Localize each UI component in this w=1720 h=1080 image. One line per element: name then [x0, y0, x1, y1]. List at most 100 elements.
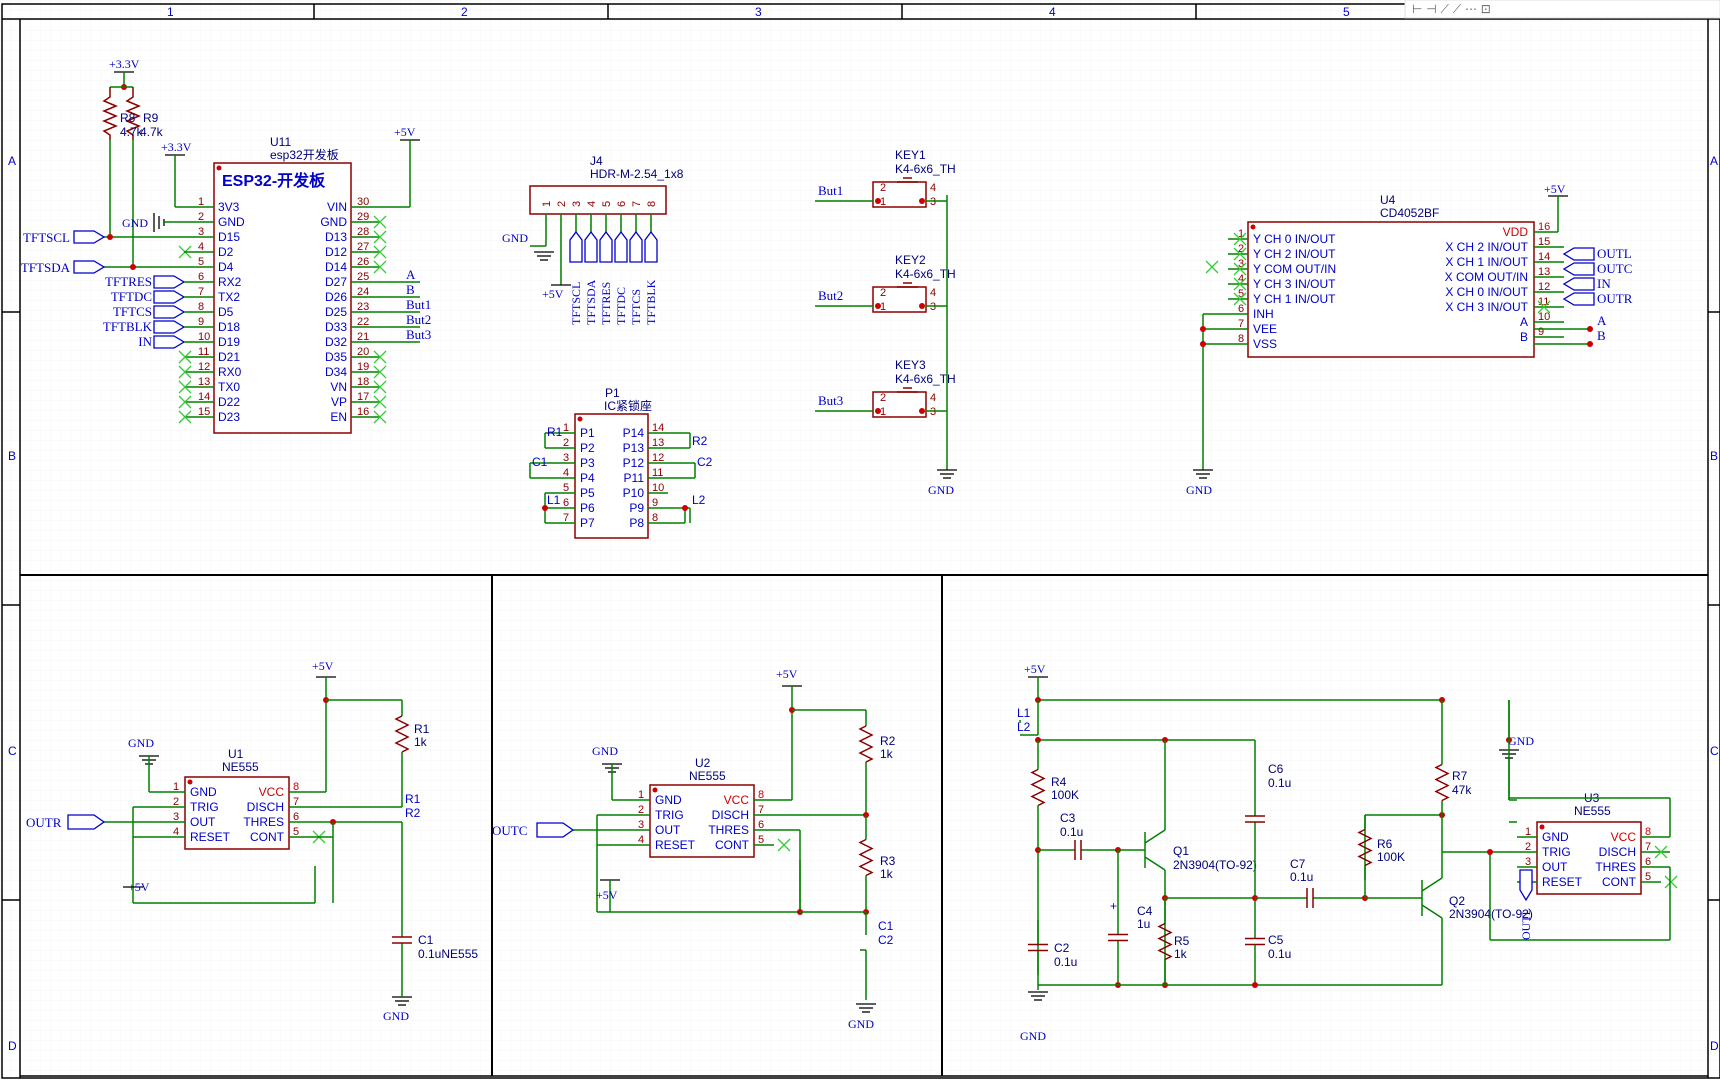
no-connect-mark: [1233, 247, 1247, 261]
port-flag: [1519, 869, 1533, 902]
esp32-module[interactable]: U11 esp32开发板 ESP32-开发板 3V31GND2D153D24D4…: [178, 135, 387, 434]
p1-net-c2: C2: [697, 455, 713, 469]
j4-p5-label: +5V: [542, 287, 564, 301]
esp32-pin-d4: D4: [218, 260, 234, 274]
osc-r7v: 47k: [1452, 783, 1472, 797]
pin-number: 29: [357, 211, 369, 223]
key-footprint: K4-6x6_TH: [895, 267, 956, 281]
port-flag: [1562, 262, 1595, 276]
esp32-pin-d18: D18: [218, 320, 240, 334]
j4-port-flag: [584, 230, 598, 263]
pin-number: 9: [652, 497, 658, 509]
ne555-pin: OUT: [190, 815, 216, 829]
p1-pin: P3: [580, 456, 595, 470]
ne555-pin: GND: [655, 793, 682, 807]
t1-n2: R2: [405, 806, 421, 820]
p1-pin: P8: [629, 516, 644, 530]
u2-name: NE555: [689, 769, 726, 783]
ruler-row-C: C: [8, 744, 17, 758]
resistor: [1434, 763, 1450, 802]
ne555-pin: CONT: [1602, 875, 1637, 889]
pin-number: 12: [198, 361, 210, 373]
t2-rav: 1k: [880, 747, 894, 761]
t2-n2: C2: [878, 933, 894, 947]
ne555-pin: CONT: [715, 838, 750, 852]
junction-dot: [1587, 341, 1593, 347]
pin-number: 4: [930, 287, 936, 299]
ne555-body: [184, 776, 290, 850]
pin-number: 7: [631, 201, 643, 207]
pin-number: 21: [357, 331, 369, 343]
u4-pin: INH: [1253, 307, 1274, 321]
u4-pin: Y CH 2 IN/OUT: [1253, 247, 1336, 261]
pin-number: 5: [1238, 288, 1244, 300]
no-connect-mark: [373, 365, 387, 379]
t2-n1: C1: [878, 919, 894, 933]
osc-r6: R6: [1377, 837, 1393, 851]
key-group[interactable]: KEY1K4-6x6_TH2143But1KEY2K4-6x6_TH2143Bu…: [815, 148, 956, 418]
u4-pin: B: [1520, 330, 1528, 344]
t2-gnd: GND: [592, 744, 618, 758]
p1-pin: P13: [623, 441, 645, 455]
esp32-pin-en: EN: [330, 410, 347, 424]
pin-number: 26: [357, 256, 369, 268]
esp32-pin-d32: D32: [325, 335, 347, 349]
pin-number: 6: [758, 819, 764, 831]
esp32-gnd-label: GND: [122, 216, 148, 230]
j4-port-flag: [644, 230, 658, 263]
key-footprint: K4-6x6_TH: [895, 372, 956, 386]
pin-number: 6: [616, 201, 628, 207]
pin-number: 30: [357, 196, 369, 208]
osc-gnd: GND: [1020, 1029, 1046, 1043]
port-flag: [153, 320, 186, 334]
p1-pin: P11: [624, 471, 645, 485]
pin-number: 7: [198, 286, 204, 298]
key-body: [872, 181, 927, 208]
pin-number: 2: [638, 804, 644, 816]
pin-number: 2: [880, 182, 886, 194]
key-body: [872, 286, 927, 313]
ruler-col-3: 3: [755, 5, 762, 19]
u4-name: CD4052BF: [1380, 206, 1439, 220]
u1-name: NE555: [222, 760, 259, 774]
no-connect-mark: [373, 260, 387, 274]
pin-number: 8: [198, 301, 204, 313]
esp32-pin-tx2: TX2: [218, 290, 240, 304]
pin-number: 1: [198, 196, 204, 208]
j4-signal-tftres: TFTRES: [599, 282, 613, 325]
u4-pin: Y CH 3 IN/OUT: [1253, 277, 1336, 291]
j4-port-flag: [614, 230, 628, 263]
pin-number: 7: [1645, 841, 1651, 853]
resistor: [858, 838, 874, 877]
osc-q1v: 2N3904(TO-92): [1173, 858, 1257, 872]
esp32-pin-d34: D34: [325, 365, 347, 379]
t1-cv: 0.1uNE555: [418, 947, 478, 961]
ne555-pin: GND: [1542, 830, 1569, 844]
pin-number: 1: [1525, 826, 1531, 838]
ne555-pin: VCC: [1611, 830, 1637, 844]
ruler-col-1: 1: [167, 5, 174, 19]
oscillator-block[interactable]: +5VL1L2R4100KC30.1uC20.1uQ12N3904(TO-92)…: [1017, 662, 1678, 1043]
u4-pin: VSS: [1253, 337, 1277, 351]
c4-plus: +: [1110, 899, 1117, 913]
t1-p5: +5V: [312, 659, 334, 673]
esp32-pin-d26: D26: [325, 290, 347, 304]
pin-number: 2: [880, 392, 886, 404]
osc-c2: C2: [1054, 941, 1070, 955]
esp32-pin-d23: D23: [218, 410, 240, 424]
osc-c7v: 0.1u: [1290, 870, 1313, 884]
osc-q2: Q2: [1449, 894, 1465, 908]
pin-number: 5: [758, 834, 764, 846]
toolbar-hint[interactable]: ⊢ ⊣ ⟋ ⟋ ⋯ ⊡: [1412, 2, 1491, 16]
t1-c: C1: [418, 933, 434, 947]
osc-c2v: 0.1u: [1054, 955, 1077, 969]
resistor: [394, 715, 410, 753]
pin-number: 11: [1538, 296, 1549, 308]
